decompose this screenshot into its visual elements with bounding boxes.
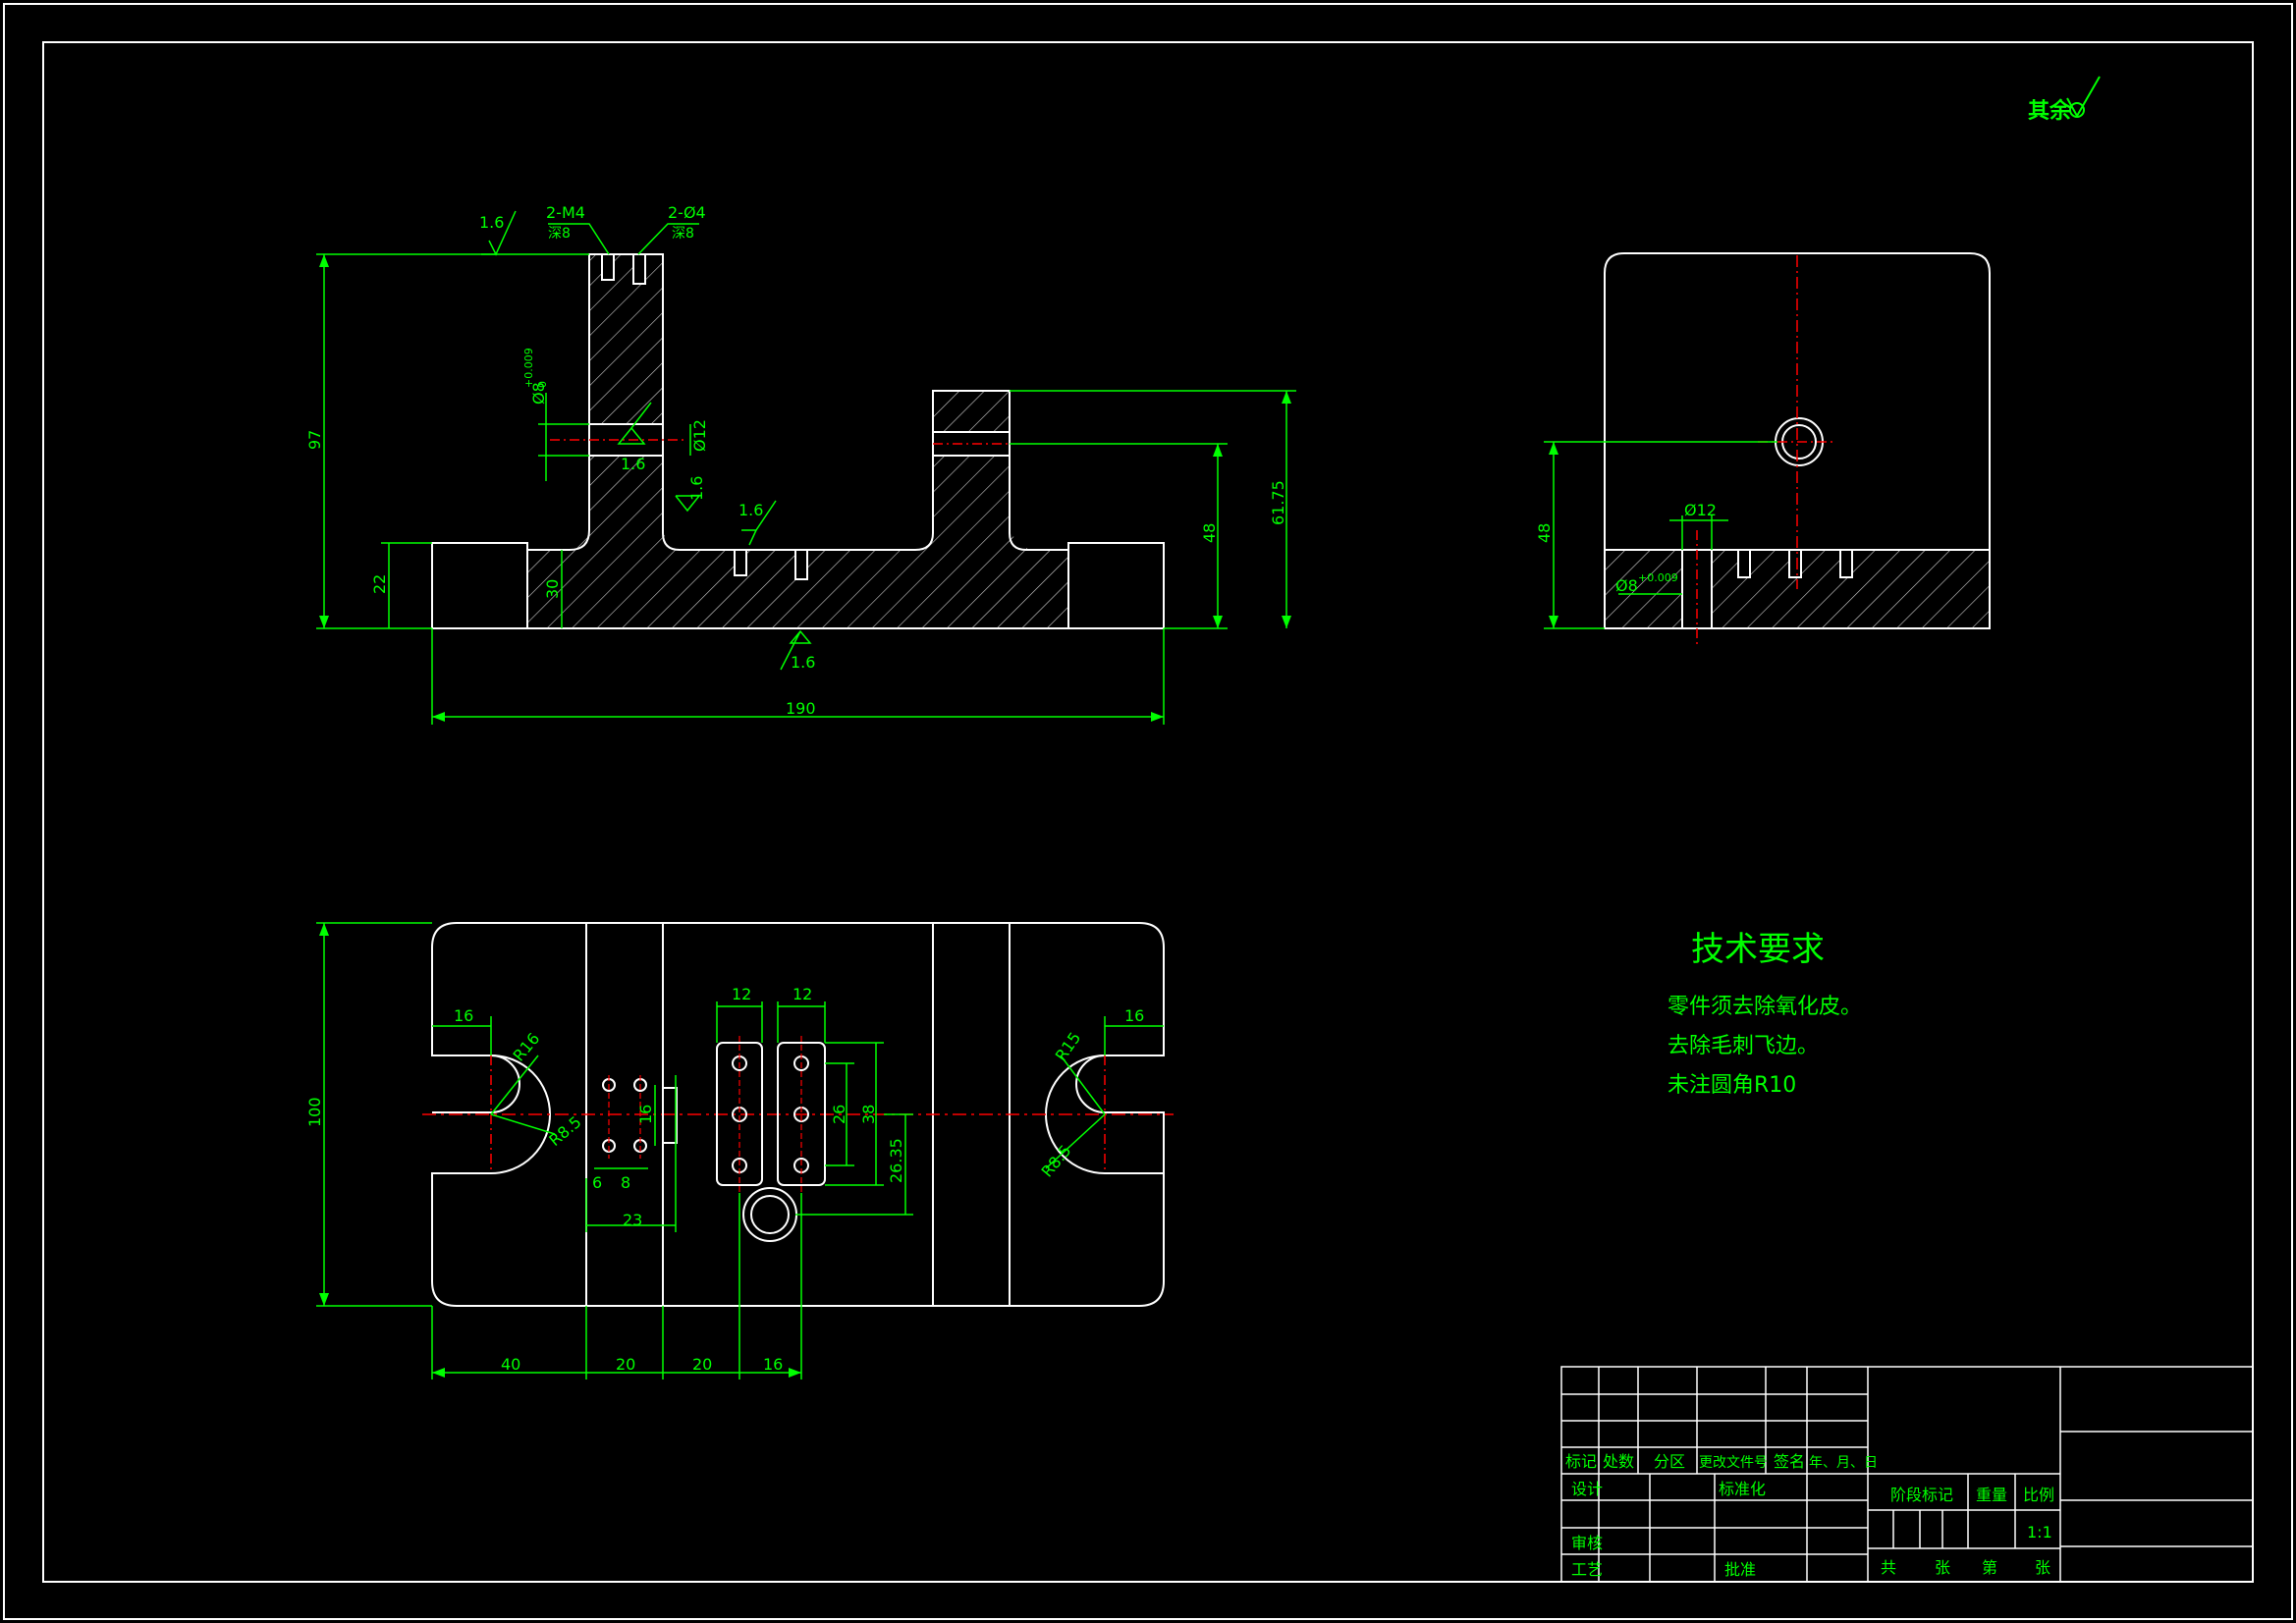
top-dim-radius-small-left: R8.5 (545, 1112, 584, 1150)
side-dim-bore-tol: +0.009 (1638, 571, 1678, 584)
top-dim-bottom-20b: 20 (692, 1355, 712, 1374)
top-outline (431, 922, 1165, 1307)
tb-scale-value: 1:1 (2027, 1523, 2052, 1542)
tb-header: 年、月、日 (1809, 1455, 1878, 1471)
roughness-label: 1.6 (621, 455, 645, 473)
tb-header: 签名 (1774, 1452, 1805, 1471)
tech-item: 未注圆角R10 (1667, 1073, 1796, 1098)
roughness-label: 1.6 (687, 476, 706, 501)
top-dim-offset: 26.35 (887, 1138, 905, 1183)
title-block: 标记 处数 分区 更改文件号 签名 年、月、日 设计 标准化 审核 工艺 批准 … (1560, 1366, 2254, 1583)
dim-bore-dia: Ø8 (529, 382, 548, 405)
tb-scale-label: 比例 (2023, 1486, 2054, 1504)
dim-bore-tol-upper: +0.009 (522, 348, 535, 388)
dim-slot-dia: Ø12 (690, 419, 709, 452)
tb-header: 标记 (1565, 1452, 1597, 1471)
top-dim-radius-right: R15 (1052, 1029, 1085, 1065)
dim-right-48: 48 (1200, 523, 1219, 543)
side-dim-height: 48 (1535, 523, 1554, 543)
roughness-label: 1.6 (738, 501, 763, 519)
side-dim-bore: Ø8 (1615, 576, 1638, 595)
surface-finish-text: 其余 (2028, 98, 2072, 124)
tb-sheets: 张 (1935, 1558, 1950, 1577)
hole-note-depth: 深8 (672, 226, 694, 242)
dim-bore-tol-lower: 0 (536, 381, 549, 388)
tb-header: 处数 (1603, 1452, 1634, 1471)
hole-note-spec: 2-Ø4 (668, 203, 706, 222)
tb-design: 设计 (1571, 1480, 1603, 1498)
tb-total: 共 (1881, 1558, 1896, 1577)
tb-review: 审核 (1571, 1534, 1603, 1552)
top-dim-hole-h2: 8 (621, 1173, 630, 1192)
top-dim-slot-left: 16 (454, 1006, 473, 1025)
top-dim-hole-spacing-v: 16 (636, 1105, 655, 1124)
hole-note-depth: 深8 (548, 226, 571, 242)
dim-base-height: 22 (370, 574, 389, 594)
inner-frame (42, 41, 2254, 1583)
front-view: 1.6 1.6 1.6 1.6 1.6 2-M4 深8 2-Ø4 深8 97 2… (305, 203, 1296, 725)
tb-header: 分区 (1654, 1452, 1685, 1471)
top-dim-height: 100 (305, 1097, 324, 1127)
dim-base-inner: 30 (543, 579, 562, 599)
tb-header: 更改文件号 (1699, 1455, 1768, 1471)
outer-border (3, 3, 2293, 1620)
tech-item: 零件须去除氧化皮。 (1667, 995, 1862, 1019)
side-dim-counterbore: Ø12 (1684, 501, 1717, 519)
top-dim-block-1: 12 (732, 985, 751, 1003)
tech-title: 技术要求 (1691, 930, 1825, 969)
dim-right-total: 61.75 (1269, 480, 1287, 525)
top-dim-bottom-16: 16 (763, 1355, 783, 1374)
top-dim-bottom-20a: 20 (616, 1355, 635, 1374)
tech-item: 去除毛刺飞边。 (1667, 1034, 1819, 1058)
top-dim-slot-right: 16 (1124, 1006, 1144, 1025)
tb-standardization: 标准化 (1719, 1480, 1766, 1498)
top-dim-block-26: 26 (830, 1105, 848, 1124)
dim-width-total: 190 (786, 699, 816, 718)
top-dim-bottom-40: 40 (501, 1355, 520, 1374)
tech-requirements: 技术要求 零件须去除氧化皮。 去除毛刺飞边。 未注圆角R10 (1667, 930, 1862, 1098)
front-outline (431, 253, 1165, 629)
dim-height-total: 97 (305, 430, 324, 450)
top-view: 100 16 16 R16 R15 R8.5 R8.5 16 6 8 23 12… (305, 922, 1174, 1380)
surface-finish-note: 其余 (2028, 76, 2101, 124)
roughness-label: 1.6 (791, 653, 815, 672)
tb-process: 工艺 (1571, 1560, 1603, 1579)
top-dim-hole-h1: 6 (592, 1173, 602, 1192)
side-view: 48 Ø12 Ø8 +0.009 (1535, 252, 1991, 648)
tb-weight: 重量 (1976, 1486, 2007, 1504)
top-dim-block-38: 38 (859, 1105, 878, 1124)
top-dim-block-2: 12 (793, 985, 812, 1003)
hole-note-spec: 2-M4 (546, 203, 585, 222)
roughness-label: 1.6 (479, 213, 504, 232)
tb-approve: 批准 (1724, 1560, 1756, 1579)
top-dim-hole-group: 23 (623, 1211, 642, 1229)
tb-sheet2: 张 (2035, 1558, 2050, 1577)
tb-page: 第 (1982, 1558, 1997, 1577)
tb-stage-mark: 阶段标记 (1890, 1486, 1953, 1504)
